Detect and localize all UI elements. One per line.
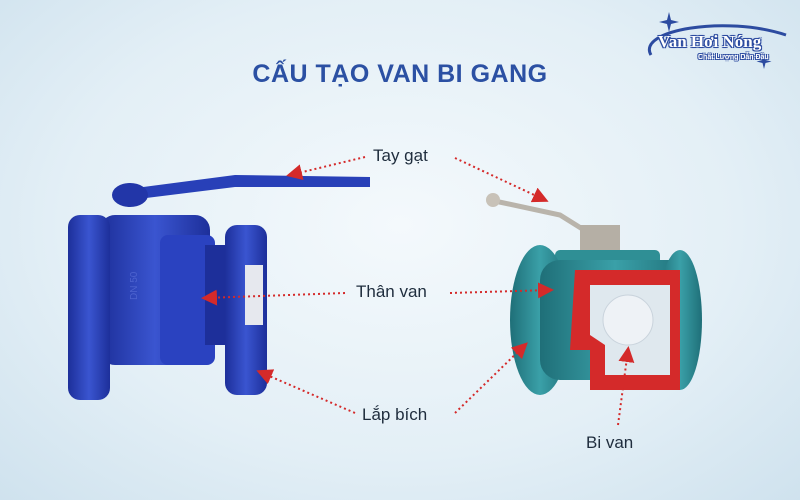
logo-name: Van Hơi Nóng bbox=[658, 32, 762, 51]
arrow-handle-right bbox=[454, 157, 549, 203]
brand-logo: Van Hơi Nóng Chất Lượng Dẫn Đầu bbox=[636, 10, 796, 70]
cutaway-ball-valve-photo bbox=[486, 193, 702, 395]
label-body: Thân van bbox=[356, 282, 427, 301]
arrow-flange-right bbox=[454, 342, 528, 414]
label-ball: Bi van bbox=[586, 433, 634, 452]
label-flange: Lắp bích bbox=[362, 405, 428, 424]
svg-text:DN 50: DN 50 bbox=[129, 271, 140, 300]
arrow-handle-left bbox=[286, 156, 366, 180]
arrow-body-right bbox=[449, 282, 554, 299]
handle-lever bbox=[120, 175, 370, 200]
label-handle: Tay gạt bbox=[373, 146, 428, 165]
arrow-flange-left bbox=[256, 369, 356, 414]
logo-swoosh-icon bbox=[647, 12, 787, 69]
page-title: CẤU TẠO VAN BI GANG bbox=[252, 60, 548, 88]
cast-iron-ball-valve-photo: DN 50 bbox=[68, 175, 370, 400]
arrow-body-left bbox=[201, 289, 346, 306]
logo-tagline: Chất Lượng Dẫn Đầu bbox=[698, 54, 769, 61]
